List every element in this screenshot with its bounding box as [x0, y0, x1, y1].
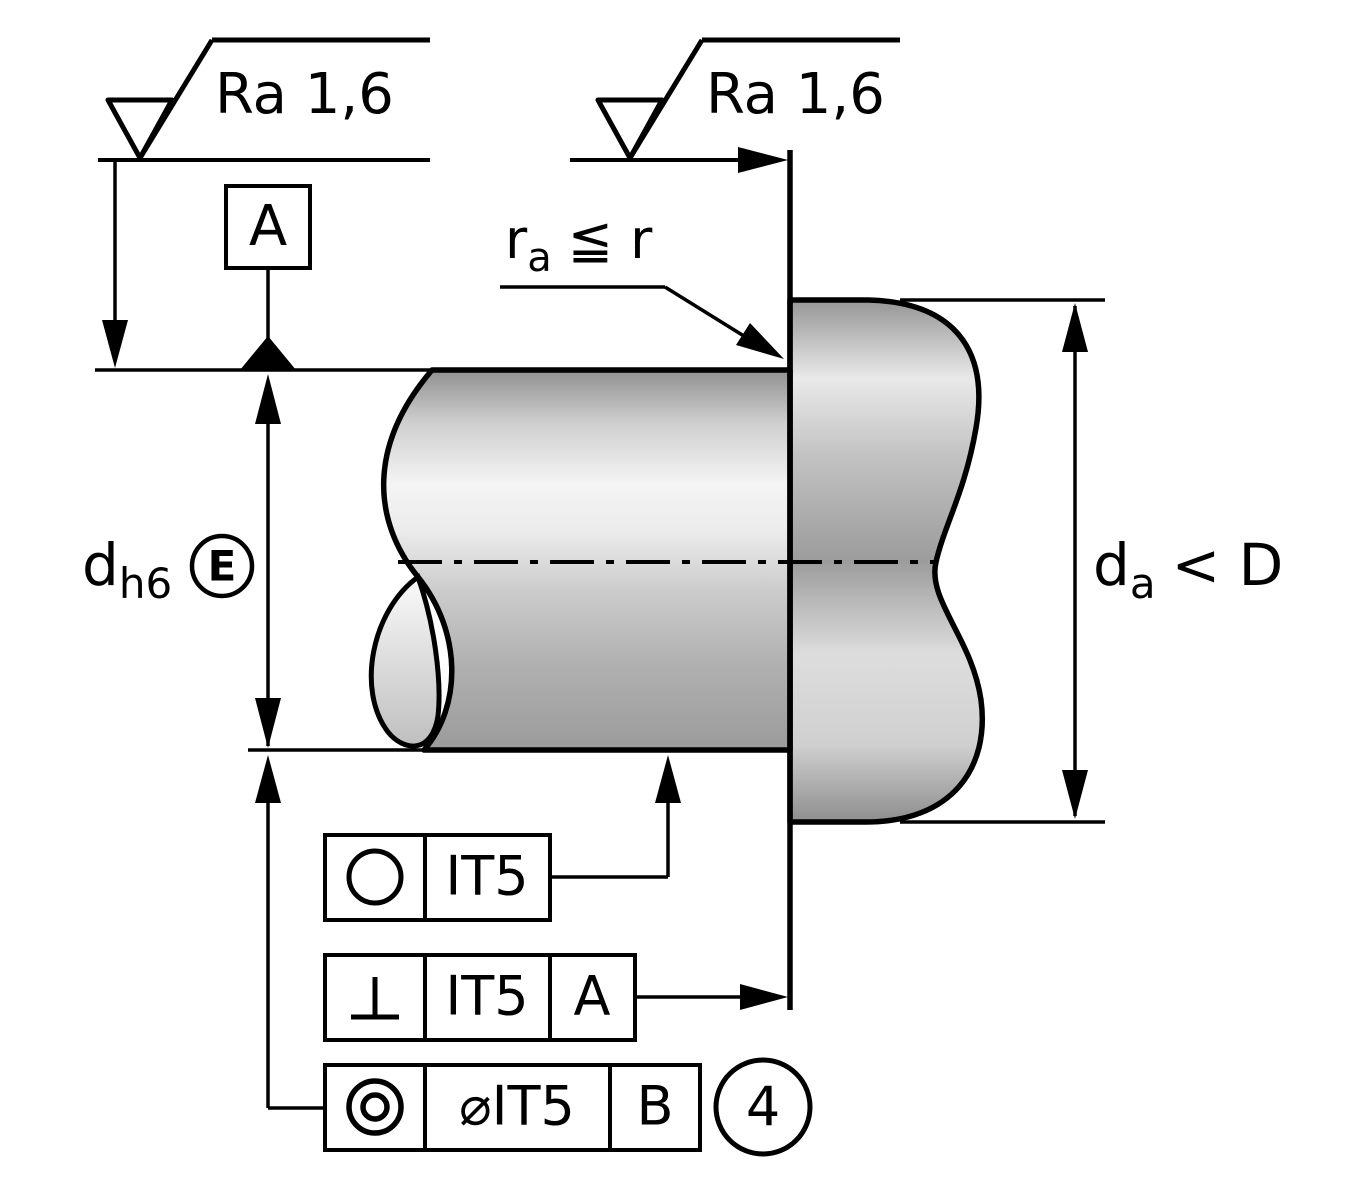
surface-finish-left: Ra 1,6	[98, 37, 430, 368]
balloon-number: 4	[746, 1076, 780, 1139]
concentricity-icon	[346, 1078, 404, 1136]
dimension-shaft-diameter: dh6 E	[82, 374, 281, 748]
fillet-note-label: ra≦ r	[505, 208, 653, 281]
shaft-diameter-label: dh6	[82, 531, 172, 608]
dimension-abutment-diameter: da< D	[1062, 303, 1283, 819]
surface-roughness-icon	[105, 37, 430, 161]
arrowhead-right-icon	[740, 984, 788, 1010]
arrowhead-right-icon	[738, 147, 788, 173]
circularity-value: IT5	[445, 845, 528, 908]
datum-feature-a: A	[224, 184, 312, 370]
arrowhead-up-icon	[655, 755, 681, 803]
perpendicularity-value: IT5	[445, 965, 528, 1028]
shaft-break-lobe	[368, 573, 442, 749]
svg-text:E: E	[208, 542, 237, 591]
concentricity-value: ⌀IT5	[459, 1075, 575, 1138]
envelope-requirement-icon: E	[189, 533, 255, 599]
perpendicularity-datum: A	[574, 965, 611, 1028]
tolerance-frame-circularity: IT5	[323, 755, 681, 922]
perpendicularity-icon	[351, 977, 399, 1020]
tolerance-frame-concentricity: ⌀IT5 B	[255, 755, 702, 1152]
datum-a-label: A	[249, 194, 287, 259]
fillet-note: ra≦ r	[500, 208, 784, 359]
surface-finish-right: Ra 1,6	[570, 37, 900, 173]
arrowhead-diagonal-icon	[736, 323, 784, 359]
surface-finish-right-label: Ra 1,6	[706, 62, 885, 127]
arrowhead-down-icon	[1062, 770, 1088, 819]
abutment-diameter-label: da< D	[1093, 531, 1283, 608]
concentricity-datum: B	[636, 1075, 673, 1138]
arrowhead-up-icon	[255, 374, 281, 424]
arrowhead-up-icon	[1062, 303, 1088, 352]
arrowhead-down-icon	[102, 320, 128, 368]
circularity-icon	[346, 848, 404, 906]
balloon-callout: 4	[713, 1057, 813, 1157]
datum-triangle-icon	[240, 336, 296, 370]
arrowhead-down-icon	[255, 698, 281, 748]
arrowhead-up-icon	[255, 755, 281, 803]
surface-finish-left-label: Ra 1,6	[215, 62, 394, 127]
surface-roughness-icon	[595, 37, 900, 161]
tolerance-frame-perpendicularity: IT5 A	[323, 953, 788, 1042]
